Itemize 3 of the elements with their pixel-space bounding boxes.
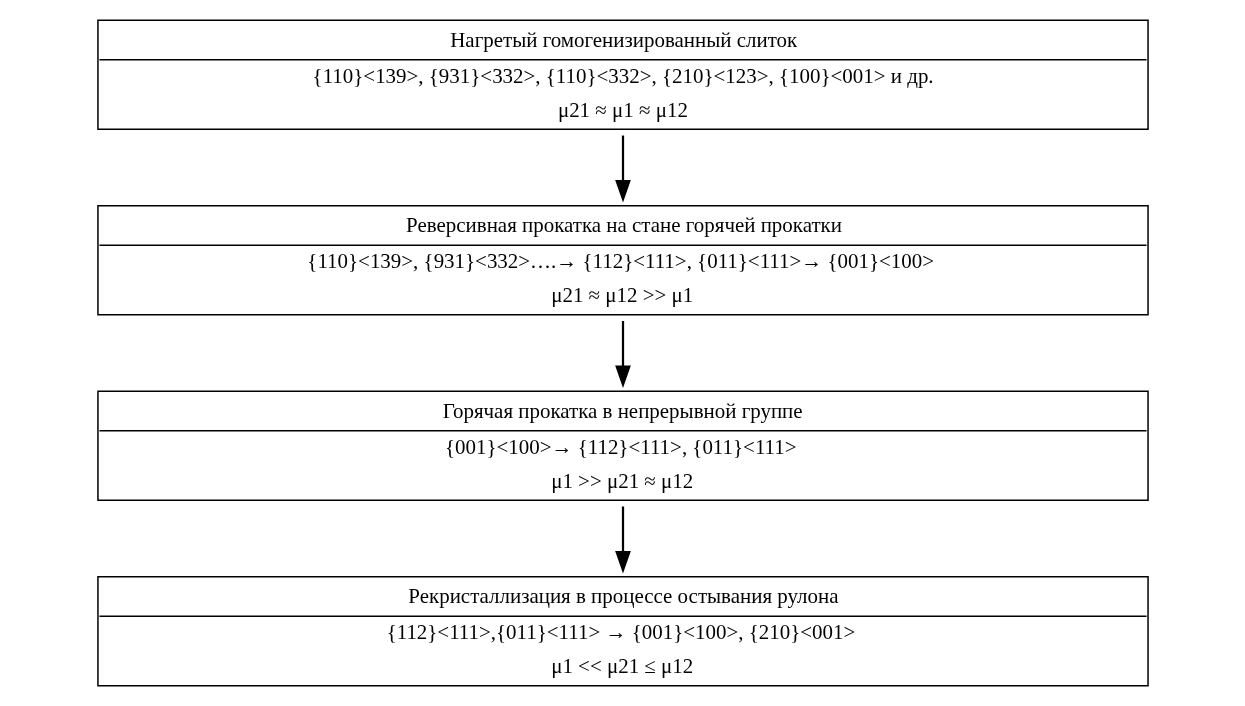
arrow	[614, 506, 631, 574]
arrow	[614, 135, 631, 203]
arrow	[614, 321, 631, 389]
